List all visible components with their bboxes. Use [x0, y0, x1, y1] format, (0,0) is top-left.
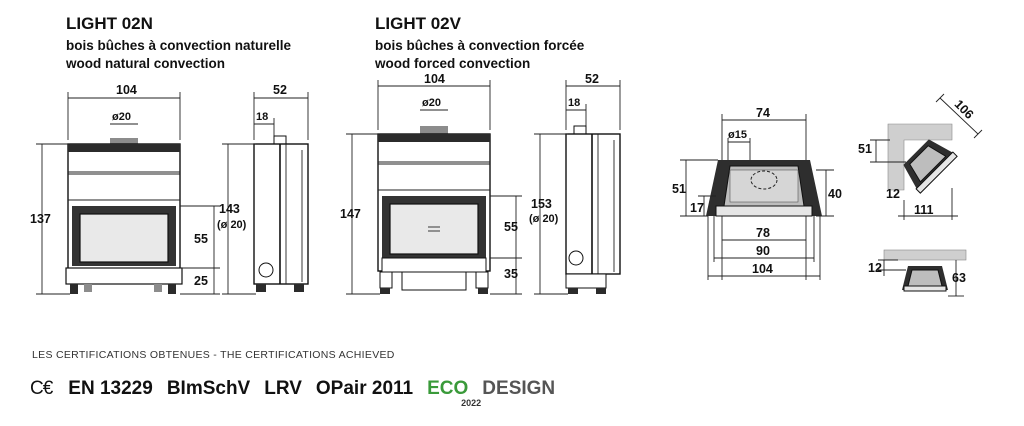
front-small-wall-label: 12 [868, 261, 882, 275]
ce-mark-icon: C€ [30, 378, 53, 399]
plan-top-label: 74 [756, 106, 770, 120]
plan-left-depth-label: 51 [672, 182, 686, 196]
model-v-title: LIGHT 02V [375, 14, 462, 33]
model-n-side-height-label: 143 [219, 202, 240, 216]
ecodesign-year: 2022 [461, 398, 482, 408]
model-v-side-height-note: (ø 20) [529, 213, 559, 225]
cert-en13229: EN 13229 [68, 378, 153, 399]
plan-flue-label: ø15 [728, 129, 747, 141]
model-n-width-label: 104 [116, 83, 137, 97]
plan-left-inner-label: 17 [690, 201, 704, 215]
model-v-base-label: 35 [504, 267, 518, 281]
model-v-side-depth-label: 52 [585, 72, 599, 86]
model-n-side-depth-label: 52 [273, 83, 287, 97]
model-v-glass-label: 55 [504, 220, 518, 234]
model-v-subtitle-en: wood forced convection [374, 56, 530, 71]
certifications-label: LES CERTIFICATIONS OBTENUES - THE CERTIF… [32, 349, 395, 361]
model-n-base-label: 25 [194, 274, 208, 288]
model-n-front-view: 104 ø20 137 55 25 [30, 83, 220, 295]
certifications-row: C€ EN 13229 BImSchV LRV OPair 2011 ECO DE… [30, 376, 583, 408]
plan-view: 74 ø15 51 17 40 78 90 104 [672, 106, 842, 280]
model-v-width-label: 104 [424, 72, 445, 86]
corner-wall-label: 12 [886, 187, 900, 201]
model-n-flue-label: ø20 [112, 111, 131, 123]
model-v-subtitle-fr: bois bûches à convection forcée [375, 38, 585, 53]
model-n-title: LIGHT 02N [66, 14, 153, 33]
ecodesign-logo-design: DESIGN [482, 378, 556, 399]
corner-depth-label: 51 [858, 142, 872, 156]
model-v-flue-label: ø20 [422, 97, 441, 109]
model-n-glass-label: 55 [194, 232, 208, 246]
corner-width-label: 111 [914, 203, 934, 217]
model-v-side-view: 52 18 153 (ø 20) [529, 72, 621, 295]
model-n-side-view: 52 18 143 (ø 20) [217, 83, 309, 295]
plan-right-depth-label: 40 [828, 187, 842, 201]
model-n-subtitle-en: wood natural convection [65, 56, 225, 71]
ecodesign-logo-eco: ECO [427, 378, 469, 399]
model-n-side-offset-label: 18 [256, 111, 268, 123]
model-v-front-view: 104 ø20 147 55 35 [340, 72, 522, 295]
cert-lrv: LRV [264, 378, 302, 399]
front-small-depth-label: 63 [952, 271, 966, 285]
cert-opair: OPair 2011 [315, 378, 414, 399]
model-n-side-height-note: (ø 20) [217, 219, 247, 231]
front-small-view: 12 63 [868, 249, 967, 297]
model-n-height-label: 137 [30, 212, 51, 226]
plan-inner-label: 78 [756, 226, 770, 240]
cert-bimschv: BImSchV [166, 378, 251, 399]
corner-diag-label: 106 [952, 97, 977, 122]
ecodesign-logo: ECO DESIGN 2022 [427, 378, 569, 408]
model-v-height-label: 147 [340, 207, 361, 221]
corner-view: 106 51 12 111 [858, 93, 983, 220]
model-v-side-height-label: 153 [531, 197, 552, 211]
plan-mid-label: 90 [756, 244, 770, 258]
model-n-subtitle-fr: bois bûches à convection naturelle [66, 38, 292, 53]
plan-outer-label: 104 [752, 262, 773, 276]
model-v-side-offset-label: 18 [568, 97, 580, 109]
